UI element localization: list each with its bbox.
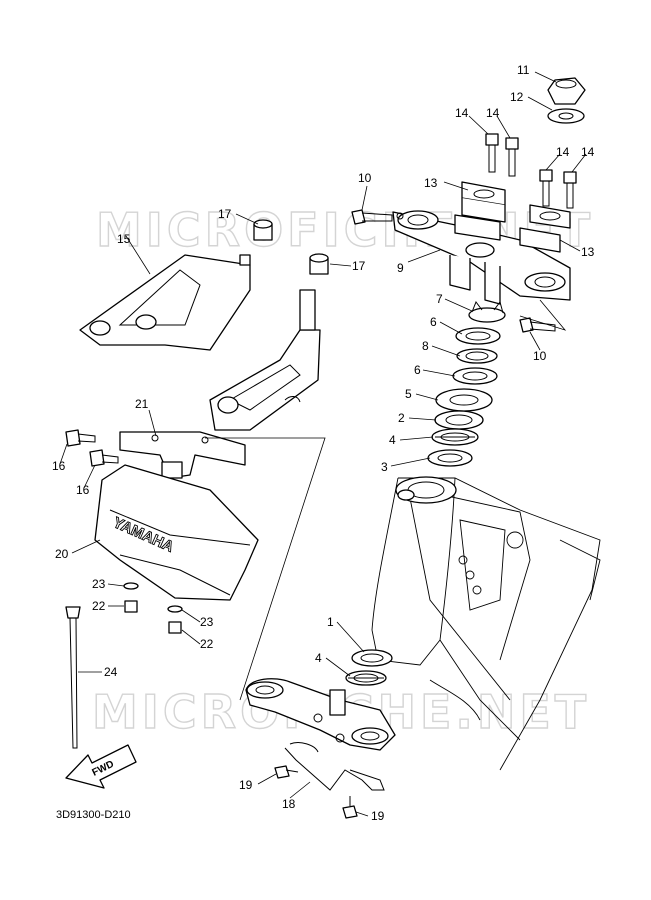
lower-bracket	[245, 678, 396, 751]
callout-6-b[interactable]: 6	[414, 363, 421, 377]
callout-2[interactable]: 2	[398, 411, 405, 425]
lock-washer-7	[468, 300, 506, 323]
callout-22-b[interactable]: 22	[200, 637, 214, 651]
callout-11[interactable]: 11	[517, 63, 530, 77]
bolt-16-b	[89, 449, 119, 467]
callout-12[interactable]: 12	[510, 90, 524, 104]
handlebar-holder-left	[454, 181, 506, 241]
callout-4-a[interactable]: 4	[389, 433, 396, 447]
washer-12	[547, 108, 585, 124]
callout-20[interactable]: 20	[55, 547, 69, 561]
bolt-14-a	[485, 133, 499, 173]
bolt-16-a	[65, 429, 96, 447]
callout-17-b[interactable]: 17	[352, 259, 366, 273]
callout-14-c[interactable]: 14	[556, 145, 570, 159]
bolt-14-c	[539, 169, 553, 207]
diagram-code: 3D91300-D210	[56, 809, 131, 821]
bolt-10-b	[519, 317, 556, 333]
frame-head-pipe	[371, 477, 601, 771]
headlight-stay-15	[79, 254, 251, 351]
bearing-race-2	[434, 410, 484, 430]
callout-19-a[interactable]: 19	[239, 778, 253, 792]
screw-22-b	[168, 621, 182, 634]
callout-23-b[interactable]: 23	[200, 615, 214, 629]
upper-bracket	[392, 210, 571, 305]
callout-16-b[interactable]: 16	[76, 483, 90, 497]
callout-6-a[interactable]: 6	[430, 315, 437, 329]
callout-15[interactable]: 15	[117, 232, 131, 246]
callout-16-a[interactable]: 16	[52, 459, 66, 473]
callout-23-a[interactable]: 23	[92, 577, 106, 591]
headlight-cover-20	[94, 464, 259, 601]
hose-guide-18	[284, 742, 385, 791]
head-pipe-top	[395, 476, 457, 504]
callout-7[interactable]: 7	[436, 292, 443, 306]
screw-22-a	[124, 600, 138, 613]
bearing-race-1	[351, 649, 393, 667]
callout-5[interactable]: 5	[405, 387, 412, 401]
bracket-21	[119, 431, 246, 479]
callout-13-b[interactable]: 13	[581, 245, 595, 259]
callout-9[interactable]: 9	[397, 261, 404, 275]
callout-22-a[interactable]: 22	[92, 599, 106, 613]
ball-bearing-4-upper	[431, 428, 479, 446]
handlebar-holder-right	[519, 204, 571, 253]
screw-19-a	[274, 765, 299, 779]
bearing-cover-5	[435, 388, 493, 412]
bearing-race-3	[427, 449, 473, 467]
callout-19-b[interactable]: 19	[371, 809, 385, 823]
callout-13-a[interactable]: 13	[424, 176, 438, 190]
bolt-10-a	[351, 209, 393, 225]
callout-17-a[interactable]: 17	[218, 207, 232, 221]
steering-stem-nut	[547, 77, 586, 105]
leader-lines	[59, 71, 587, 817]
screw-19-b	[342, 796, 358, 819]
spacer-17-b	[309, 253, 329, 275]
callout-21[interactable]: 21	[135, 397, 149, 411]
callout-numbers: 11 12 14 14 14 14 13 13 10 10 9 7 6 8 6 …	[52, 63, 595, 823]
bolt-14-d	[563, 171, 577, 209]
fwd-arrow-icon[interactable]	[65, 744, 137, 789]
callout-4-b[interactable]: 4	[315, 651, 322, 665]
callout-8[interactable]: 8	[422, 339, 429, 353]
bolt-14-b	[505, 137, 519, 177]
headlight-bracket-right	[209, 289, 321, 431]
callout-24[interactable]: 24	[104, 665, 118, 679]
washer-23-b	[167, 605, 183, 613]
washer-23-a	[123, 582, 139, 590]
cable-tie-24	[65, 606, 81, 749]
callout-3[interactable]: 3	[381, 460, 388, 474]
callout-14-a[interactable]: 14	[455, 106, 469, 120]
callout-18[interactable]: 18	[282, 797, 296, 811]
ring-nut-6-upper	[455, 327, 501, 345]
ring-nut-6-lower	[452, 367, 498, 385]
spacer-17-a	[253, 219, 273, 241]
callout-10-b[interactable]: 10	[533, 349, 547, 363]
rubber-washer-8	[456, 348, 498, 364]
callout-10-a[interactable]: 10	[358, 171, 372, 185]
ball-bearing-4-lower	[345, 670, 387, 686]
callout-14-b[interactable]: 14	[486, 106, 500, 120]
callout-1[interactable]: 1	[327, 615, 334, 629]
callout-14-d[interactable]: 14	[581, 145, 595, 159]
